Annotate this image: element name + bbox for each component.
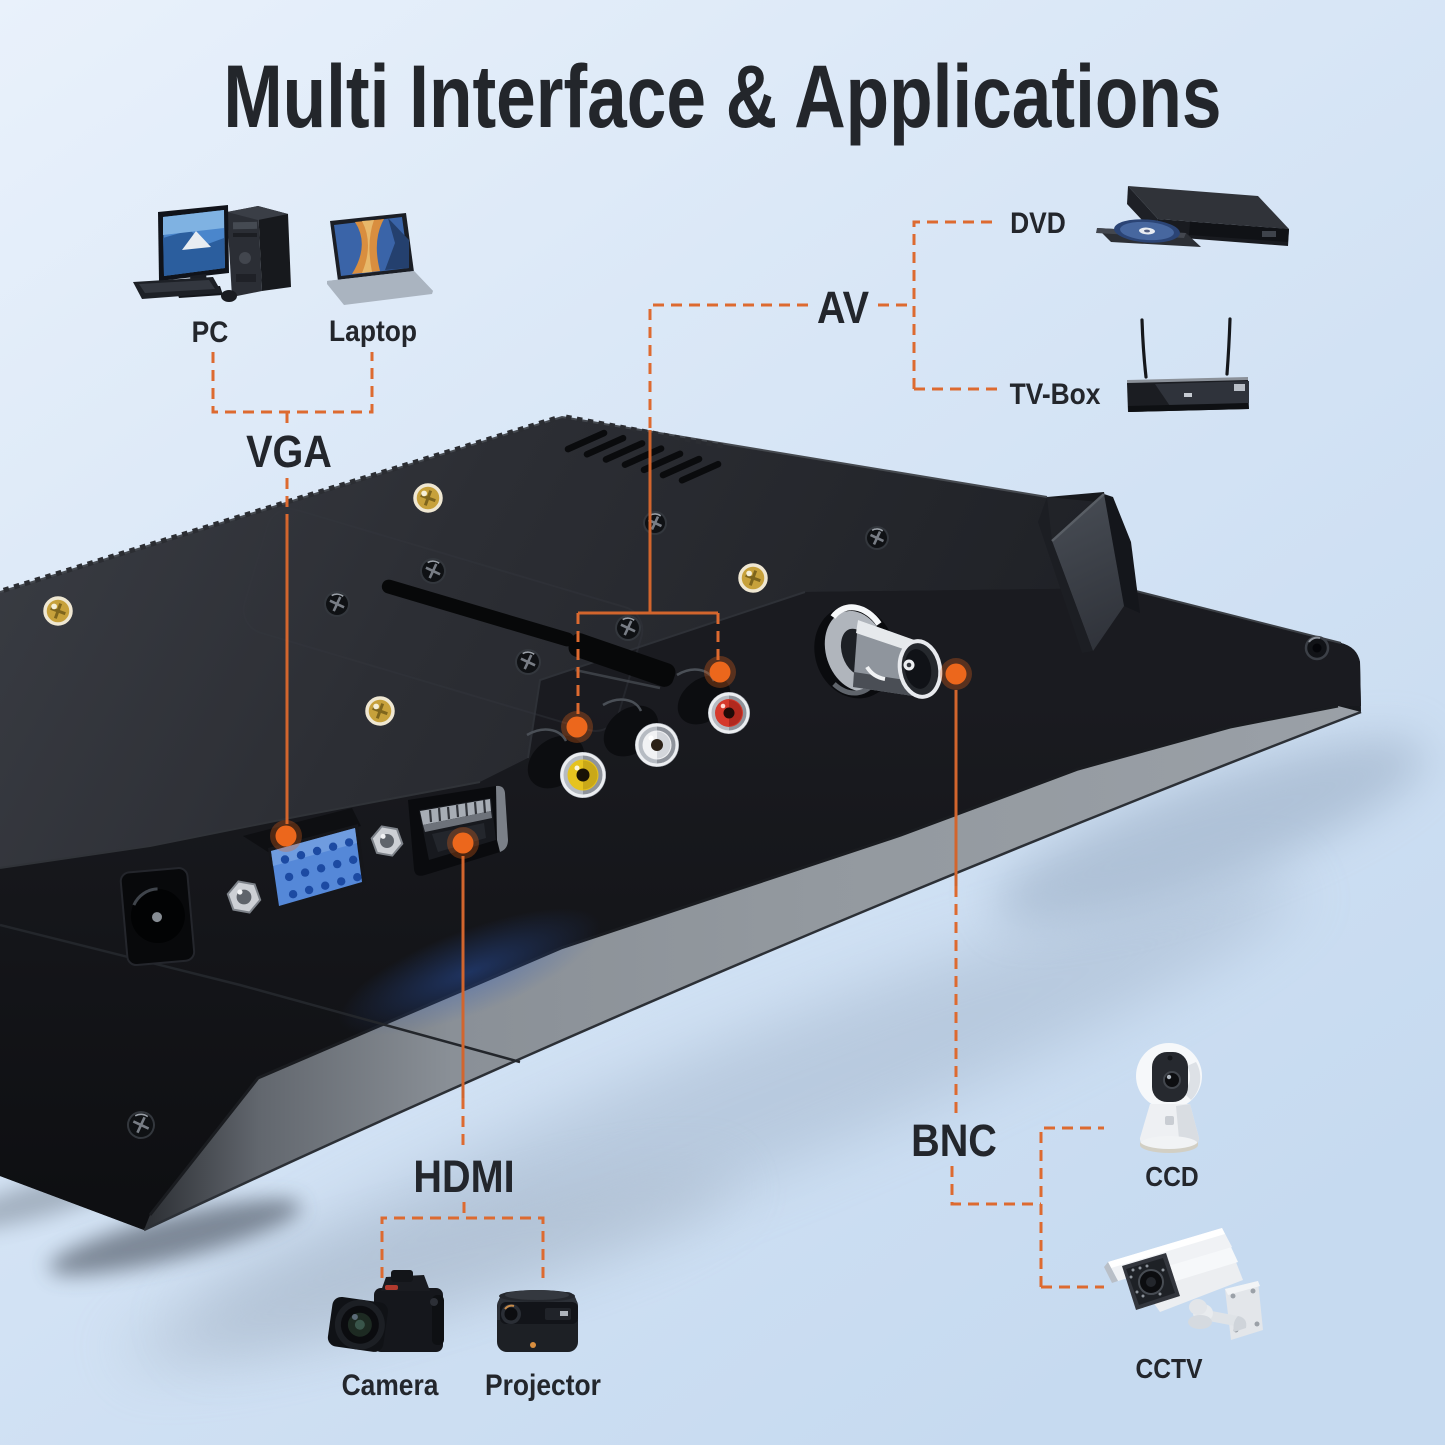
svg-text:HDMI: HDMI: [413, 1152, 514, 1202]
svg-text:CCD: CCD: [1145, 1161, 1198, 1193]
svg-text:DVD: DVD: [1010, 205, 1066, 239]
svg-text:AV: AV: [817, 283, 869, 333]
svg-text:Laptop: Laptop: [329, 313, 417, 347]
svg-text:CCTV: CCTV: [1135, 1353, 1202, 1385]
svg-text:VGA: VGA: [246, 427, 332, 477]
svg-text:PC: PC: [192, 314, 229, 348]
svg-text:BNC: BNC: [911, 1116, 997, 1166]
svg-text:TV-Box: TV-Box: [1010, 376, 1101, 410]
svg-text:Multi Interface & Applications: Multi Interface & Applications: [223, 47, 1221, 146]
svg-text:Camera: Camera: [342, 1367, 439, 1401]
svg-text:Projector: Projector: [485, 1367, 601, 1401]
